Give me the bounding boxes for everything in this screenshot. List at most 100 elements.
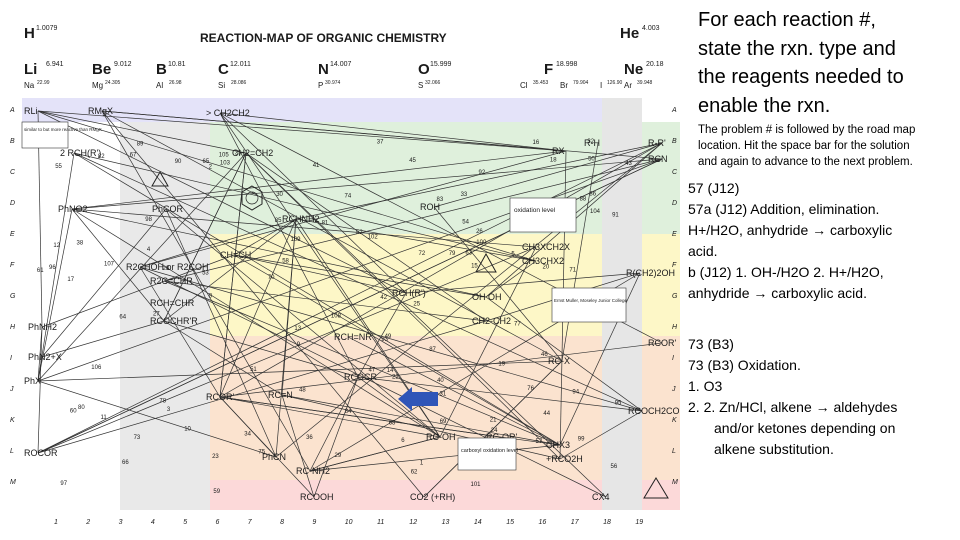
reaction-number: 77 [514,322,521,328]
problem-73-title: 73 (B3) [688,336,734,352]
column-number: 2 [85,519,90,526]
reaction-arrow [101,110,311,472]
reaction-arrow [219,396,277,458]
compound-label: RCN [648,154,668,164]
reaction-arrow [37,326,43,382]
compound-label: RLi [24,106,38,116]
element-mass: 35.453 [533,80,549,86]
problem-73-answer: 73 (B3) Oxidation. [688,357,801,373]
heading-line: state the rxn. type and [698,37,896,60]
reaction-number: 63 [465,251,472,257]
element-mass: 26.98 [169,80,182,86]
reaction-number: 70 [268,275,275,281]
compound-label: PhCOR [152,204,184,214]
reaction-number: 53 [202,271,209,277]
reaction-arrow [295,218,537,262]
row-letter: C [10,169,16,176]
reaction-arrow [41,254,235,328]
epoxide-icon [475,252,497,273]
row-letter: K [672,417,677,424]
problem-73-step-2: 2. 2. Zn/HCl, alkene → aldehydes [688,399,898,415]
compound-label: PhNH2 [28,322,57,332]
reaction-number: 26 [476,229,483,235]
row-letter: F [10,262,15,269]
compound-label: R2C=CHR [150,276,193,286]
reaction-number: 21 [490,418,497,424]
element-mass: 24.305 [105,80,121,86]
column-number: 19 [635,519,643,526]
column-number: 3 [119,519,123,526]
compound-label: RCOCHR'R [150,316,198,326]
reaction-number: 102 [368,235,379,241]
problem-list: 57 (J12) 57a (J12) Addition, elimination… [688,178,954,460]
reaction-number: 97 [60,481,67,487]
element-symbol: Be [92,61,111,78]
element-symbol: F [544,61,553,78]
reaction-arrow [37,380,277,458]
element-mass: 20.18 [646,61,664,68]
element-symbol: Cl [520,81,528,90]
reaction-number: 35 [235,150,242,156]
reaction-number: 67 [130,153,137,159]
reaction-arrow [405,272,641,294]
benzene-ring-icon [241,185,263,211]
reaction-number: 3 [167,407,171,413]
reaction-arrow [219,112,441,438]
reaction-arrow [245,152,561,460]
compound-label: PhN2+X [28,352,62,362]
row-letter: C [672,169,678,176]
reaction-number: 22 [392,374,399,380]
row-letter: M [672,479,678,486]
reaction-number: 41 [313,163,320,169]
reaction-number: 37 [377,139,384,145]
compound-label: RCH(R') [392,288,426,298]
reaction-number: 65 [203,159,210,165]
reaction-number: 50 [588,156,595,162]
reaction-number: 78 [159,398,166,404]
row-letter: J [671,386,676,393]
row-letter: G [10,293,16,300]
row-letter: L [10,448,14,455]
reaction-arrow [245,152,487,322]
compound-label: R-H [584,138,600,148]
compound-label: CH3XCH2X [522,242,570,252]
reaction-arrow [73,152,537,262]
reaction-number: 100 [476,240,487,246]
reaction-arrow [357,376,643,412]
row-letter: A [671,107,677,114]
compound-label: RCOR' [206,392,234,402]
reaction-arrow [245,152,607,498]
compound-label: RMgX [88,106,113,116]
row-letter: D [672,200,677,207]
reaction-arrow [219,342,663,398]
column-number: 8 [280,519,284,526]
reaction-arrow [433,142,663,208]
reaction-number: 11 [101,415,108,421]
reaction-number: 84 [345,409,352,415]
reaction-number: 8 [209,294,213,300]
element-symbol: Ar [624,81,632,90]
element-mass: 1.0079 [36,25,58,32]
reaction-number: 6 [401,438,405,444]
reaction-arrow [219,396,441,438]
note-box-oxidation: oxidation level [509,197,577,233]
reaction-arrow [165,208,277,458]
reaction-number: 109 [291,237,302,243]
compound-label: RC-OR' [486,432,517,442]
compound-label: RCHNH2 [282,214,320,224]
column-number: 14 [474,519,482,526]
reaction-arrow [37,246,537,454]
row-letter: A [9,107,15,114]
note-line: and again to advance to the next problem… [698,156,913,168]
reaction-arrow [219,218,297,398]
reaction-number: 71 [569,268,576,274]
reaction-arrow [37,110,537,262]
reaction-arrow [37,360,563,382]
reaction-number: 55 [55,164,62,170]
element-symbol: Li [24,61,37,78]
reaction-number: 42 [380,295,387,301]
element-symbol: B [156,61,167,78]
reaction-number: 98 [145,217,152,223]
